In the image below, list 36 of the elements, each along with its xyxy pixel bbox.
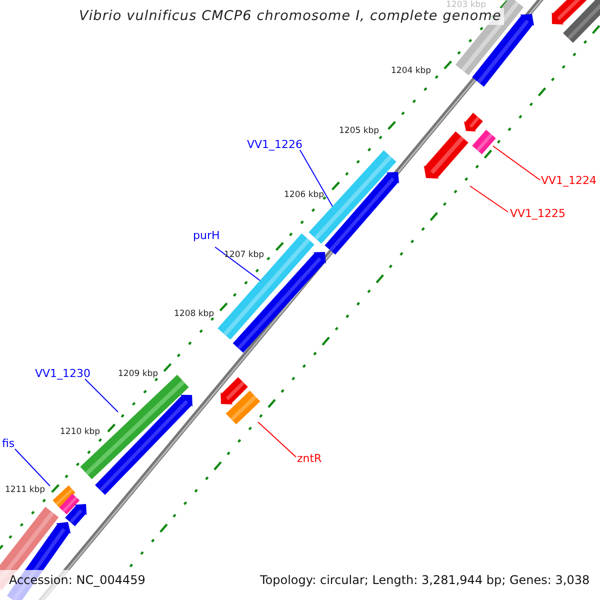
gene-label: VV1_1224: [541, 175, 597, 188]
scale-label: 1203 kbp: [446, 1, 486, 10]
gene-bar: [226, 390, 260, 424]
gene-label: fis: [2, 438, 15, 450]
leader-line: [470, 186, 508, 212]
gene-label: VV1_1230: [35, 368, 91, 380]
gene-label: zntR: [297, 453, 322, 466]
gene-label: VV1_1225: [510, 208, 566, 220]
gene-feature: [464, 112, 483, 132]
leader-line: [258, 422, 296, 458]
gene-feature: [65, 504, 87, 526]
scale-label: 1210 kbp: [60, 428, 100, 438]
gene-feature: [324, 172, 400, 255]
scale-label: 1205 kbp: [339, 127, 380, 136]
gene-label: purH: [193, 230, 220, 242]
scale-label: 1209 kbp: [118, 370, 158, 380]
gene-feature: [220, 377, 248, 404]
scale-label: 1208 kbp: [174, 310, 214, 320]
topology-text: Topology: circular; Length: 3,281,944 bp; Genes: 3,038: [260, 574, 590, 588]
gene-bar: [59, 494, 80, 514]
gene-feature: [424, 131, 468, 179]
gene-bar: [563, 0, 600, 43]
gene-bar: [218, 233, 314, 340]
leader-line: [14, 448, 50, 486]
scale-label: 1204 kbp: [391, 67, 432, 76]
scale-label: 1207 kbp: [224, 251, 264, 260]
leader-line: [214, 246, 262, 282]
accession-text: Accession: NC_004459: [9, 574, 146, 588]
scale-label: 1211 kbp: [5, 486, 46, 496]
leader-line: [84, 378, 118, 412]
gene-label: VV1_1226: [247, 139, 303, 152]
scale-label: 1206 kbp: [284, 191, 324, 200]
gene-bar: [308, 150, 396, 244]
leader-line: [492, 146, 540, 180]
gene-bar: [52, 485, 76, 508]
gene-bar: [472, 130, 496, 154]
